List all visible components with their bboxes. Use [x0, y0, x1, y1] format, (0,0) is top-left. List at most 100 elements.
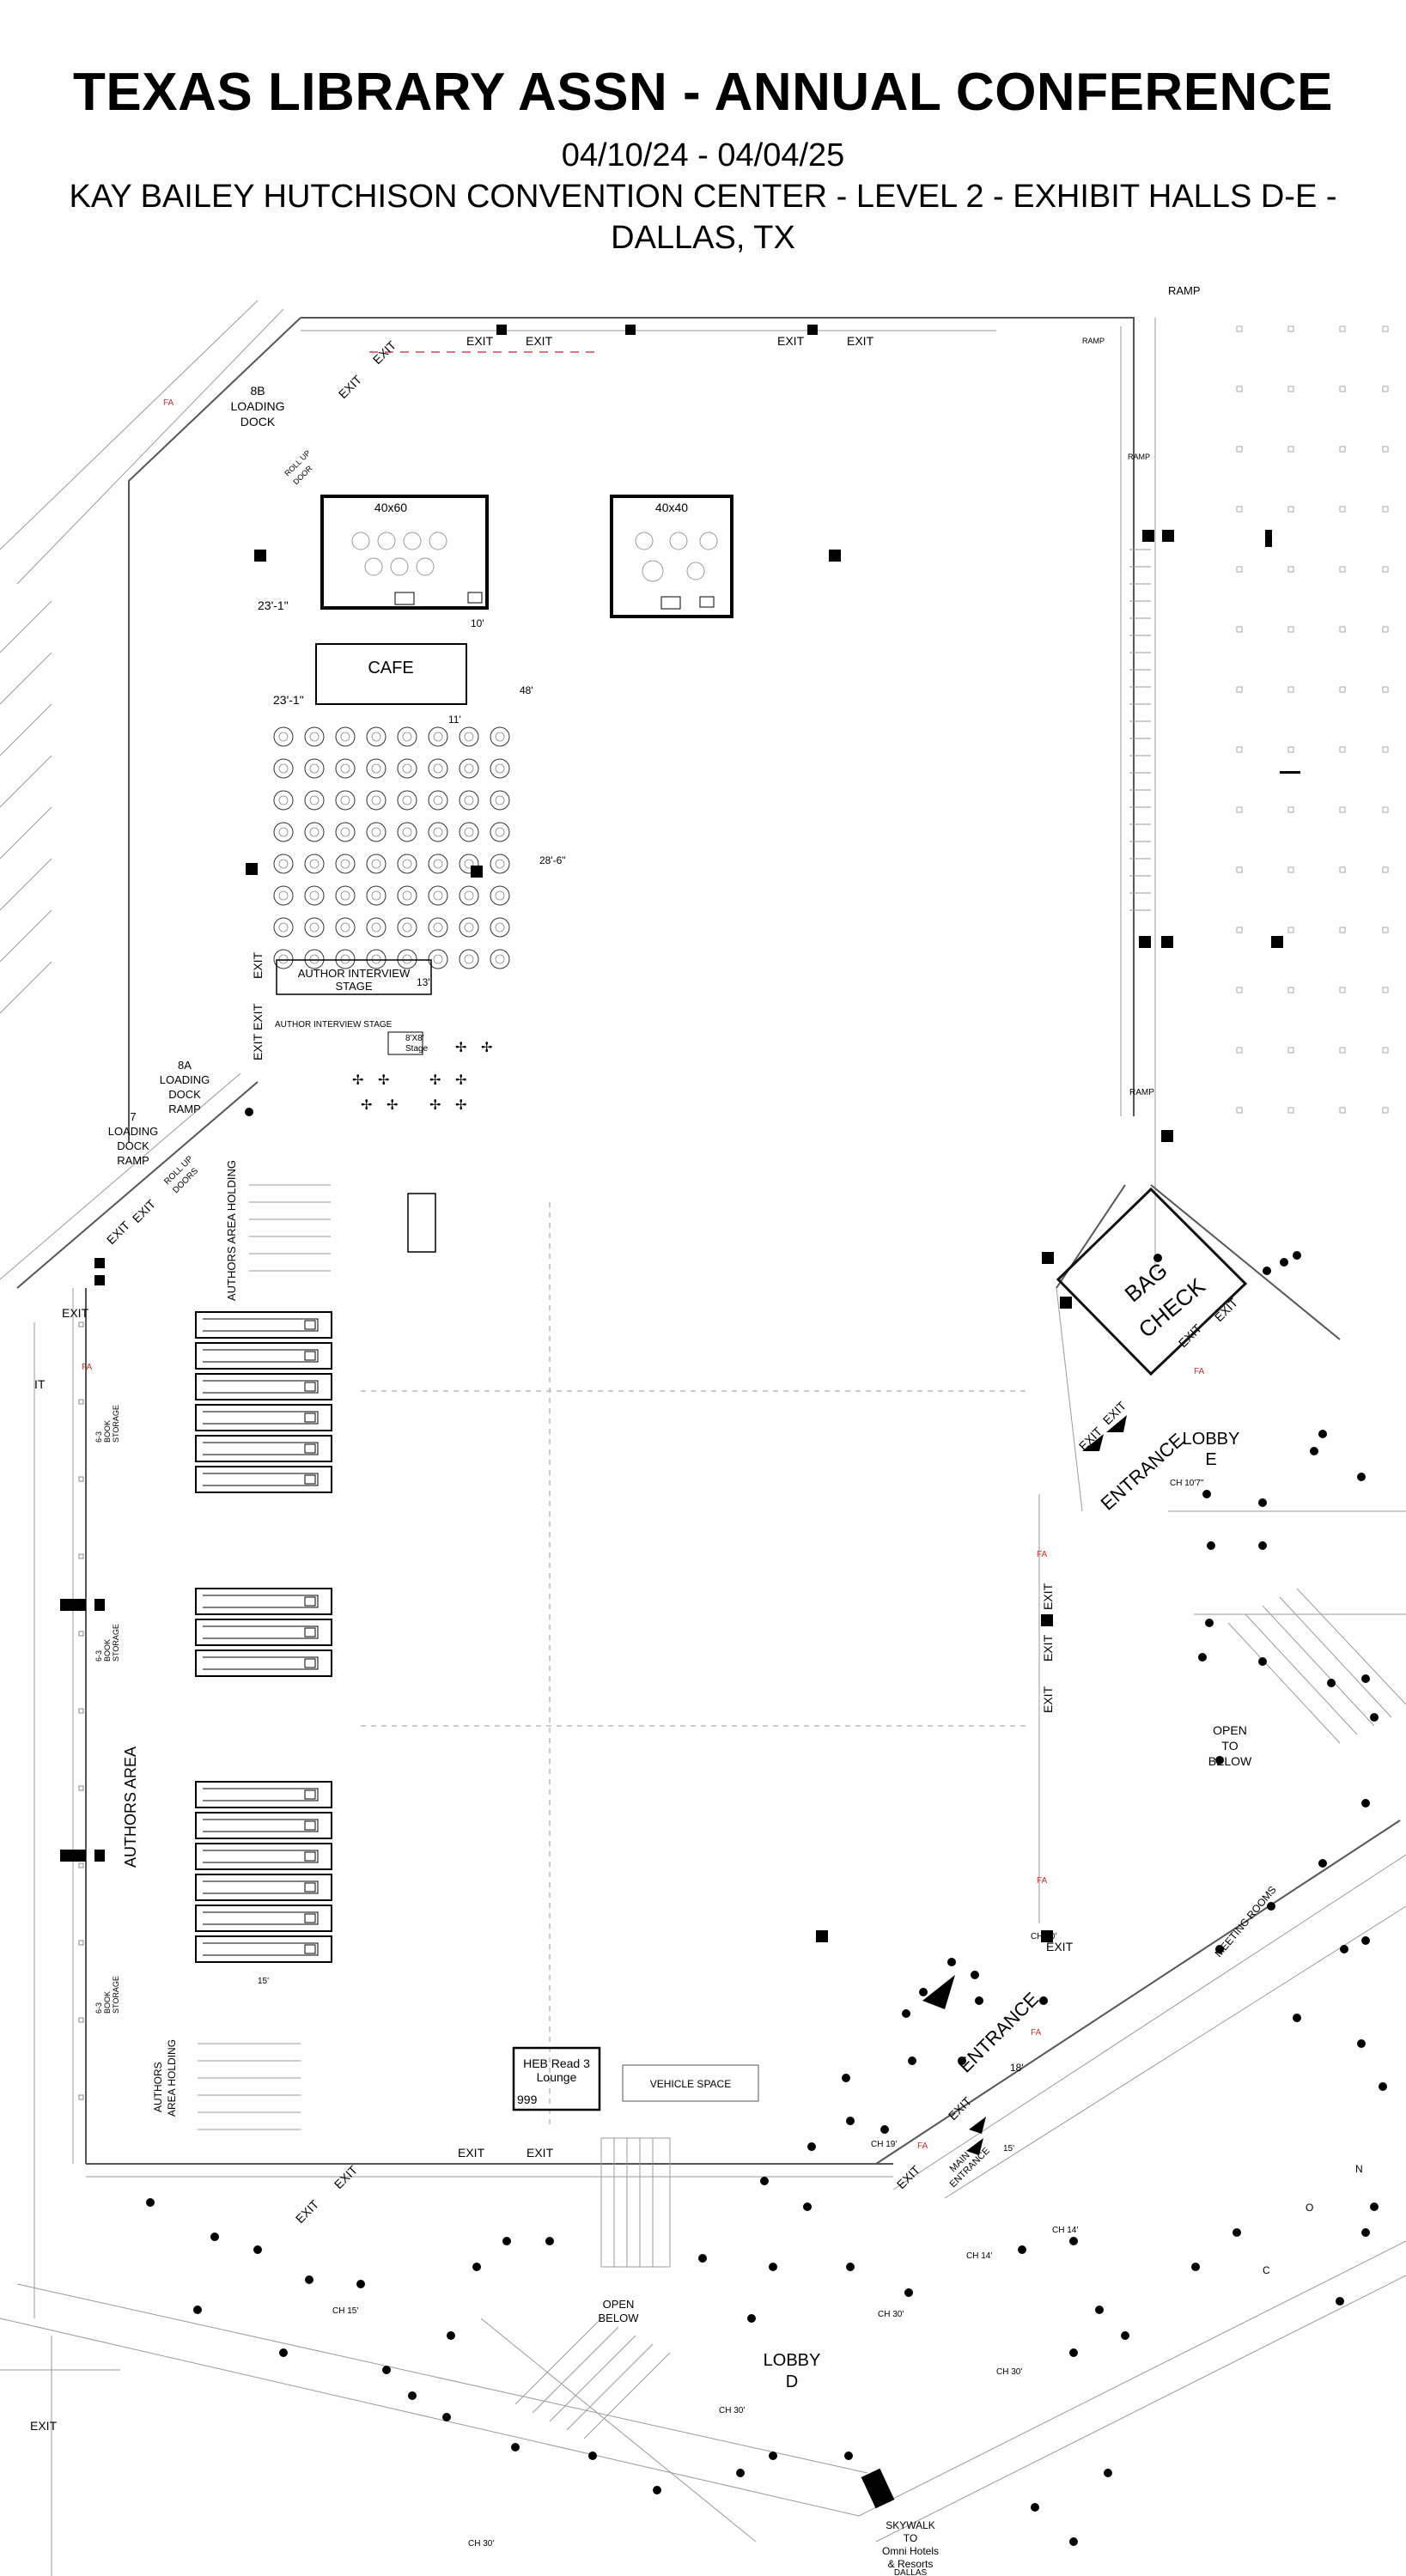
light-fixture	[1263, 1267, 1271, 1275]
exit-label: EXIT	[526, 2146, 554, 2160]
stair-hatching	[0, 549, 1406, 2439]
fa-label: FA	[163, 398, 174, 408]
svg-text:VEHICLE SPACE: VEHICLE SPACE	[650, 2078, 731, 2090]
author-table[interactable]	[195, 1435, 332, 1462]
grid-marker	[1236, 866, 1243, 873]
author-table[interactable]	[195, 1874, 332, 1901]
svg-text:OPEN: OPEN	[1213, 1723, 1247, 1737]
plan-title: TEXAS LIBRARY ASSN - ANNUAL CONFERENCE	[73, 63, 1333, 122]
grid-marker	[1236, 806, 1243, 813]
round-table	[428, 758, 448, 779]
light-fixture	[1191, 2263, 1200, 2271]
author-table[interactable]	[195, 1843, 332, 1870]
grid-marker	[1287, 927, 1294, 933]
light-fixture	[1198, 1653, 1207, 1662]
author-table[interactable]	[195, 1619, 332, 1646]
round-table	[335, 790, 356, 811]
ceiling-height: CH 19'	[871, 2140, 897, 2149]
round-table	[428, 949, 448, 969]
svg-text:STAGE: STAGE	[335, 980, 372, 993]
ceiling-height: CH 30'	[996, 2367, 1022, 2377]
authors-area-holding-label: AREA HOLDING	[166, 2039, 178, 2117]
exit-label: EXIT	[251, 951, 265, 979]
round-table	[366, 854, 386, 874]
round-table	[428, 822, 448, 842]
cafe-label: CAFE	[368, 659, 413, 677]
grid-marker	[1339, 446, 1346, 453]
light-fixture	[545, 2237, 554, 2245]
grid-marker	[1236, 987, 1243, 993]
exit-label: EXIT	[1046, 1940, 1074, 1953]
light-fixture	[908, 2057, 916, 2065]
round-table	[304, 822, 325, 842]
grid-marker	[1236, 927, 1243, 933]
heb-read-lounge[interactable]: HEB Read 3 Lounge 999	[512, 2046, 601, 2111]
exit-label: EXIT	[1041, 1634, 1055, 1662]
round-table	[335, 885, 356, 906]
light-fixture	[880, 2125, 889, 2134]
exit-label: EXIT	[894, 2162, 923, 2191]
light-fixture	[1361, 2228, 1370, 2237]
light-fixture	[193, 2306, 202, 2314]
venue-name: KAY BAILEY HUTCHISON CONVENTION CENTER -…	[69, 179, 1337, 215]
author-table[interactable]	[195, 1373, 332, 1400]
svg-text:RAMP: RAMP	[168, 1103, 201, 1115]
svg-text:✢: ✢	[429, 1073, 441, 1088]
author-table[interactable]	[195, 1649, 332, 1677]
round-table	[397, 726, 417, 747]
grid-marker	[1382, 386, 1389, 392]
author-table[interactable]	[195, 1466, 332, 1493]
ceiling-height: CH 15'	[332, 2306, 358, 2316]
svg-text:DOCK: DOCK	[117, 1139, 149, 1152]
grid-marker	[1339, 686, 1346, 693]
light-fixture	[279, 2348, 288, 2357]
dimension-label: 15'	[1003, 2144, 1014, 2154]
bag-check[interactable]: BAG CHECK	[1056, 1187, 1248, 1376]
light-fixture	[1215, 1945, 1224, 1953]
svg-text:✢: ✢	[455, 1041, 466, 1055]
grid-marker	[78, 2017, 84, 2023]
grid-marker	[78, 1862, 84, 1868]
grid-marker	[1236, 446, 1243, 453]
svg-text:7: 7	[130, 1110, 136, 1123]
author-table[interactable]	[195, 1311, 332, 1339]
author-table[interactable]	[195, 1812, 332, 1839]
light-fixture	[1069, 2237, 1078, 2245]
cafe-area[interactable]: CAFE	[315, 643, 467, 705]
author-table[interactable]	[195, 1935, 332, 1963]
author-table[interactable]	[195, 1342, 332, 1370]
ceiling-height: CH 10'7"	[1170, 1479, 1204, 1488]
svg-text:BOOK: BOOK	[103, 1420, 112, 1443]
svg-text:DOCK: DOCK	[168, 1088, 201, 1101]
kiosk	[407, 1193, 436, 1253]
skywalk-omni[interactable]: SKYWALK TO Omni Hotels & Resorts DALLAS	[861, 2468, 939, 2576]
author-table[interactable]	[195, 1588, 332, 1615]
grid-marker	[1382, 566, 1389, 573]
round-table	[304, 726, 325, 747]
round-table	[490, 949, 510, 969]
grid-marker	[1236, 626, 1243, 633]
dimension-label: 11'	[448, 714, 461, 726]
svg-text:8'X8': 8'X8'	[405, 1034, 424, 1043]
author-table[interactable]	[195, 1781, 332, 1808]
svg-text:RAMP: RAMP	[117, 1154, 149, 1167]
light-fixture	[1202, 1490, 1211, 1498]
grid-marker	[78, 1940, 84, 1946]
loading-dock-8b: 8B LOADING DOCK ROLL UP DOOR	[230, 384, 313, 486]
exit-label: EXIT	[62, 1306, 89, 1320]
svg-text:6-3: 6-3	[94, 2002, 103, 2014]
light-fixture	[803, 2202, 812, 2211]
svg-text:8A: 8A	[178, 1059, 192, 1072]
lobby-e-label: LOBBY	[1183, 1430, 1240, 1449]
dimension-label: 13'	[417, 976, 430, 988]
author-table[interactable]	[195, 1404, 332, 1431]
grid-marker	[1236, 386, 1243, 392]
grid-marker	[1287, 746, 1294, 753]
light-fixture	[769, 2263, 777, 2271]
author-table[interactable]	[195, 1905, 332, 1932]
svg-text:OPEN: OPEN	[603, 2298, 635, 2311]
lobby-d-label: LOBBY	[764, 2351, 821, 2370]
grid-marker	[1339, 1047, 1346, 1054]
grid-marker	[1339, 866, 1346, 873]
round-table	[459, 949, 479, 969]
